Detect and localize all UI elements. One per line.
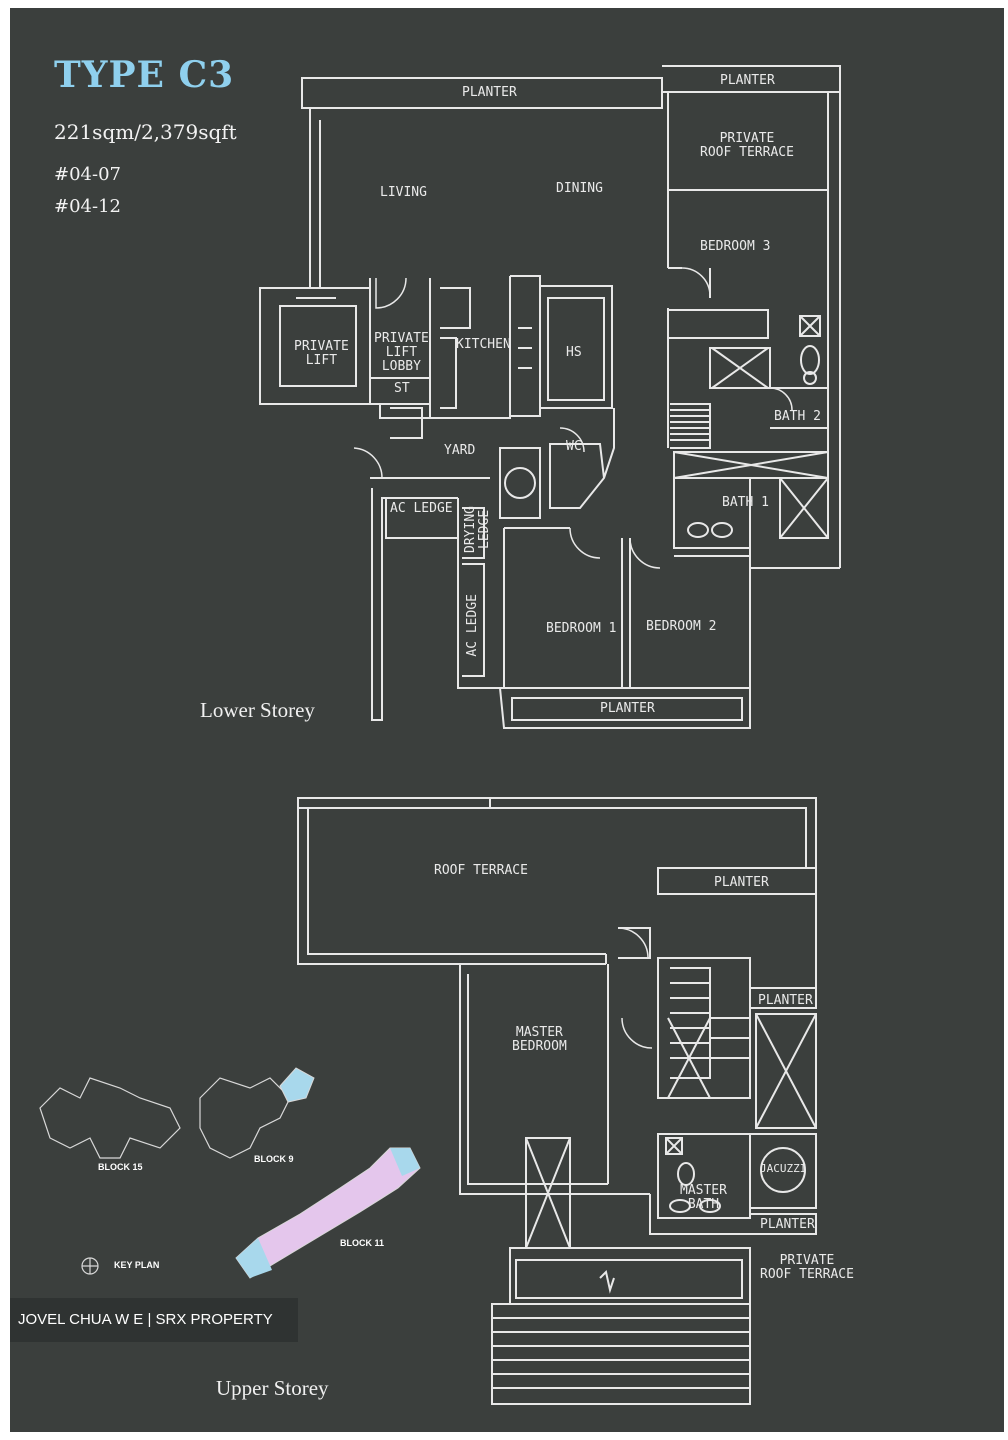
room-planter-bottom: PLANTER <box>600 701 655 716</box>
room-drying-ledge: DRYING LEDGE <box>463 506 492 553</box>
room-master-bath: MASTER BATH <box>680 1183 727 1212</box>
lower-storey-caption: Lower Storey <box>200 698 315 722</box>
room-planter-top: PLANTER <box>462 85 517 100</box>
room-master-bedroom: MASTER BEDROOM <box>512 1025 567 1054</box>
floor-plan-drawing <box>39 65 841 1405</box>
room-ac-ledge-1: AC LEDGE <box>390 501 453 516</box>
room-bedroom-3: BEDROOM 3 <box>700 239 771 254</box>
room-bath-1: BATH 1 <box>722 495 769 510</box>
room-yard: YARD <box>444 443 476 458</box>
room-roof-terrace: ROOF TERRACE <box>434 863 528 878</box>
floor-plan-sheet: TYPE C3 221sqm/2,379sqft #04-07 #04-12 <box>10 8 1004 1432</box>
room-dining: DINING <box>556 181 603 196</box>
unit-area: 221sqm/2,379sqft <box>54 120 237 144</box>
room-planter-b: PLANTER <box>758 993 813 1008</box>
room-kitchen: KITCHEN <box>456 337 511 352</box>
key-plan-block-15: BLOCK 15 <box>98 1162 143 1172</box>
room-planter-c: PLANTER <box>760 1217 815 1232</box>
key-plan-block-9: BLOCK 9 <box>254 1154 294 1164</box>
key-plan-block-11: BLOCK 11 <box>340 1238 385 1248</box>
room-private-roof-terrace: PRIVATE ROOF TERRACE <box>700 131 794 160</box>
room-private-roof-terrace-upper: PRIVATE ROOF TERRACE <box>760 1253 854 1282</box>
room-bedroom-2: BEDROOM 2 <box>646 619 717 634</box>
room-jacuzzi: JACUZZI <box>760 1162 807 1175</box>
upper-storey-caption: Upper Storey <box>216 1376 329 1400</box>
agent-credit-banner: JOVEL CHUA W E | SRX PROPERTY <box>10 1298 298 1342</box>
room-ac-ledge-2: AC LEDGE <box>465 594 480 657</box>
room-bedroom-1: BEDROOM 1 <box>546 621 617 636</box>
room-bath-2: BATH 2 <box>774 409 821 424</box>
room-hs: HS <box>566 345 582 360</box>
room-living: LIVING <box>380 185 427 200</box>
room-planter-top-right: PLANTER <box>720 73 775 88</box>
room-wc: WC <box>566 439 582 454</box>
unit-number-1: #04-07 <box>54 164 121 185</box>
unit-number-2: #04-12 <box>54 196 121 217</box>
key-plan-label: KEY PLAN <box>114 1260 160 1270</box>
room-st: ST <box>394 381 410 396</box>
room-private-lift-lobby: PRIVATE LIFT LOBBY <box>374 331 429 374</box>
room-planter-a: PLANTER <box>714 875 769 890</box>
room-private-lift: PRIVATE LIFT <box>294 339 349 368</box>
unit-type-title: TYPE C3 <box>54 54 235 96</box>
